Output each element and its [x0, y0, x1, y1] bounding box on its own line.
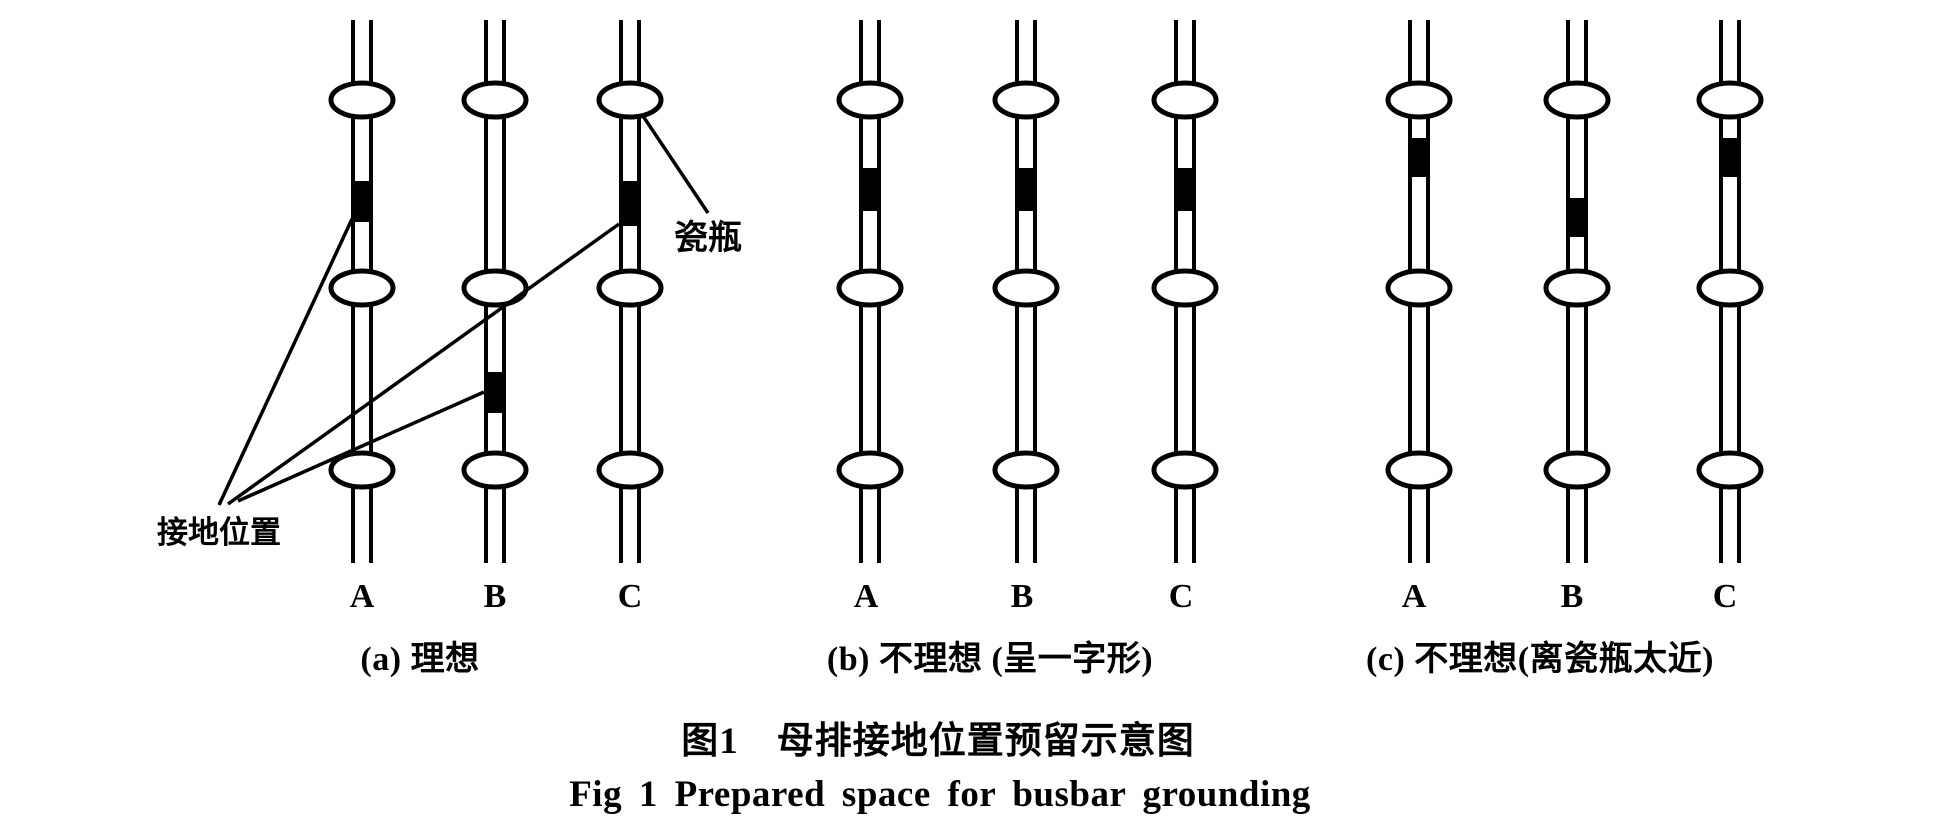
insulator-icon — [461, 268, 529, 308]
leader-line-grounding-A — [217, 218, 354, 506]
grounding-mark — [351, 181, 373, 222]
busbar-group-a — [328, 20, 664, 563]
insulator-icon — [1385, 268, 1453, 308]
caption-group-b: (b) 不理想 (呈一字形) — [827, 640, 1153, 678]
phase-labels-group-a: A B C — [350, 578, 643, 615]
figure-title-zh: 图1 母排接地位置预留示意图 — [681, 720, 1195, 762]
grounding-mark — [1408, 138, 1430, 177]
grounding-mark — [619, 181, 641, 226]
insulator-icon — [596, 450, 664, 490]
busbar-a-C — [596, 20, 664, 563]
grounding-label: 接地位置 — [157, 515, 281, 550]
phase-label-b-A: A — [854, 578, 879, 615]
insulator-icon — [328, 80, 396, 120]
grounding-mark — [1566, 198, 1588, 237]
insulator-icon — [1151, 268, 1219, 308]
phase-label-b-B: B — [1011, 578, 1034, 615]
insulator-icon — [1543, 268, 1611, 308]
caption-group-a: (a) 理想 — [360, 640, 479, 678]
busbar-c-A — [1385, 20, 1453, 563]
leader-line-grounding-C — [226, 222, 621, 506]
insulator-icon — [836, 80, 904, 120]
insulator-icon — [1385, 450, 1453, 490]
leader-line-insulator — [641, 115, 710, 214]
insulator-label: 瓷瓶 — [674, 219, 742, 257]
insulator-icon — [836, 450, 904, 490]
busbar-c-B — [1543, 20, 1611, 563]
phase-label-a-B: B — [484, 578, 507, 615]
grounding-mark — [1174, 168, 1196, 211]
grounding-mark — [859, 168, 881, 211]
figure-title-en: Fig 1 Prepared space for busbar groundin… — [569, 774, 1311, 815]
insulator-icon — [1151, 450, 1219, 490]
busbar-b-B — [992, 20, 1060, 563]
insulator-icon — [1385, 80, 1453, 120]
insulator-icon — [328, 450, 396, 490]
insulator-icon — [1151, 80, 1219, 120]
insulator-icon — [328, 268, 396, 308]
phase-label-c-B: B — [1561, 578, 1584, 615]
busbar-c-C — [1696, 20, 1764, 563]
insulator-icon — [461, 450, 529, 490]
insulator-icon — [992, 450, 1060, 490]
insulator-icon — [1696, 268, 1764, 308]
phase-labels-group-c: A B C — [1402, 578, 1738, 615]
insulator-icon — [1543, 80, 1611, 120]
caption-group-c: (c) 不理想(离瓷瓶太近) — [1366, 639, 1714, 678]
insulator-icon — [1696, 80, 1764, 120]
leader-line-grounding-B — [237, 390, 485, 503]
grounding-mark — [1015, 168, 1037, 211]
insulator-icon — [992, 80, 1060, 120]
grounding-mark — [484, 372, 506, 413]
phase-label-b-C: C — [1169, 578, 1194, 615]
insulator-icon — [596, 80, 664, 120]
phase-label-a-C: C — [618, 578, 643, 615]
insulator-icon — [1543, 450, 1611, 490]
insulator-icon — [596, 268, 664, 308]
busbar-group-b — [836, 20, 1219, 563]
grounding-mark — [1719, 138, 1741, 177]
phase-label-c-C: C — [1713, 578, 1738, 615]
busbar-group-c — [1385, 20, 1764, 563]
busbar-b-C — [1151, 20, 1219, 563]
insulator-icon — [1696, 450, 1764, 490]
busbar-b-A — [836, 20, 904, 563]
insulator-icon — [836, 268, 904, 308]
busbar-a-A — [328, 20, 396, 563]
phase-labels-group-b: A B C — [854, 578, 1194, 615]
phase-label-c-A: A — [1402, 578, 1427, 615]
insulator-icon — [992, 268, 1060, 308]
insulator-icon — [461, 80, 529, 120]
busbar-a-B — [461, 20, 529, 563]
phase-label-a-A: A — [350, 578, 375, 615]
